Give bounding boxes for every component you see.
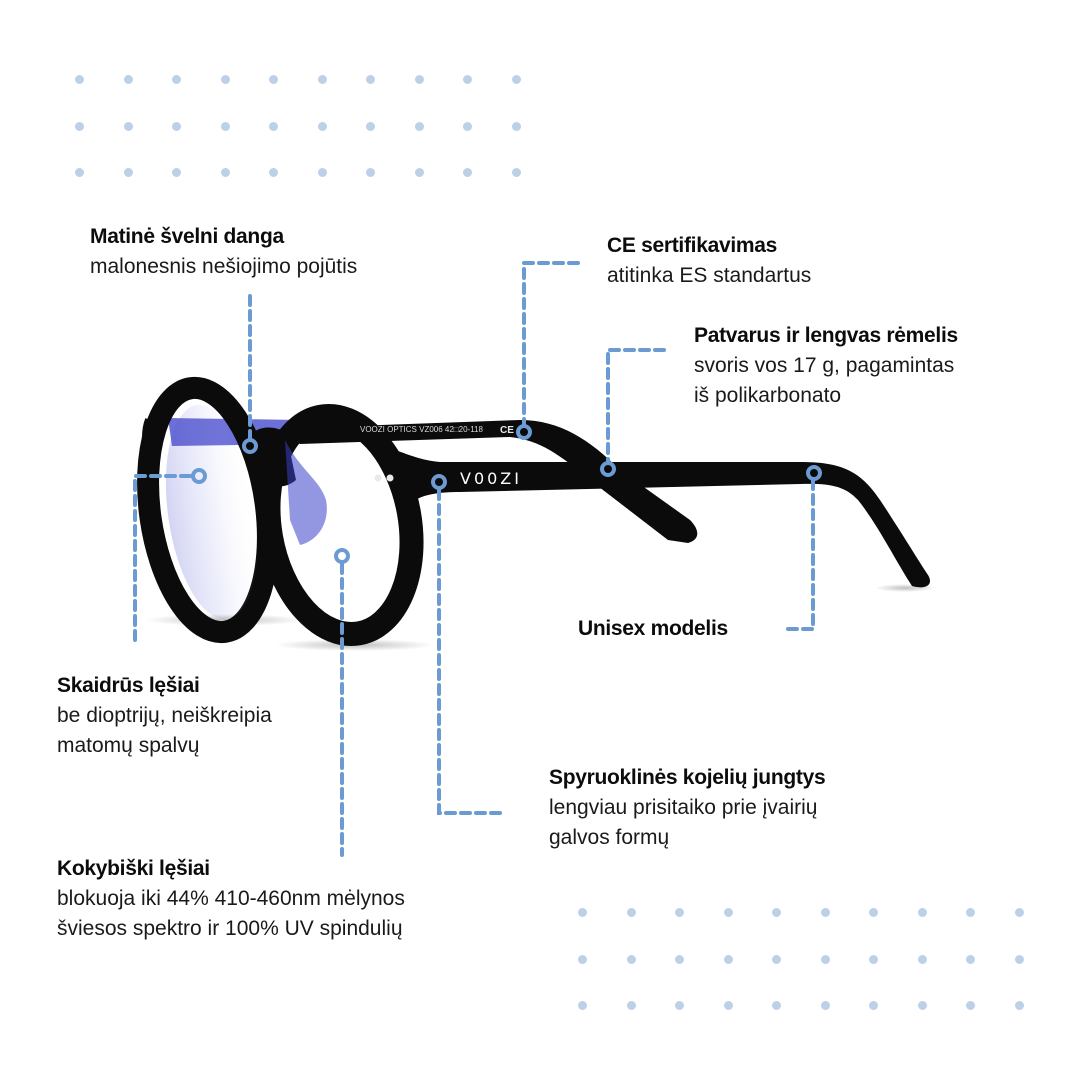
decor-dot xyxy=(675,908,684,917)
decor-dot xyxy=(820,1001,830,1010)
anchor-ce xyxy=(516,424,532,440)
decor-dot xyxy=(220,168,230,177)
callout-anchors xyxy=(191,424,822,564)
anchor-frame xyxy=(600,461,616,477)
anchor-clear-lenses xyxy=(191,468,207,484)
ce-mark: CE xyxy=(500,425,514,436)
decor-dot xyxy=(75,75,84,84)
temple-brand: V00ZI xyxy=(460,469,522,488)
decor-dot xyxy=(1014,954,1024,964)
decor-dot xyxy=(172,121,181,131)
decor-dot xyxy=(463,168,472,177)
callout-desc: malonesnis nešiojimo pojūtis xyxy=(90,255,358,278)
decor-dot xyxy=(366,168,375,177)
decor-dot xyxy=(869,954,878,964)
decor-dot xyxy=(463,75,472,84)
decor-dot xyxy=(626,954,636,964)
right-lens xyxy=(256,403,424,647)
decor-dot xyxy=(269,121,278,131)
callout-title: Skaidrūs lęšiai xyxy=(57,674,200,697)
decor-dot xyxy=(675,1001,684,1010)
decor-dot xyxy=(917,908,927,917)
callout-desc: atitinka ES standartus xyxy=(607,264,812,287)
decor-dot xyxy=(511,75,521,84)
decor-dot xyxy=(317,168,327,177)
decor-dot xyxy=(966,1001,975,1010)
decor-dot xyxy=(675,954,684,964)
callout-lines xyxy=(133,261,815,857)
anchor-quality-lenses xyxy=(334,548,350,564)
decor-dot xyxy=(723,954,733,964)
callout-title: Patvarus ir lengvas rėmelis xyxy=(694,324,958,347)
decor-dot xyxy=(772,954,781,964)
callout-title: Spyruoklinės kojelių jungtys xyxy=(549,766,826,789)
near-temple xyxy=(395,450,931,588)
decor-dot xyxy=(317,121,327,131)
callout-title: Kokybiški lęšiai xyxy=(57,857,210,880)
callout-ce-certification: CE sertifikavimas atitinka ES standartus xyxy=(607,231,811,291)
decor-dot xyxy=(772,908,781,917)
decor-dot xyxy=(172,75,181,84)
decor-dot xyxy=(414,121,424,131)
decor-dot xyxy=(366,75,375,84)
decor-dot xyxy=(1014,908,1024,917)
decor-dot xyxy=(220,121,230,131)
far-temple xyxy=(300,420,698,543)
callout-desc: be dioptrijų, neiškreipia matomų spalvų xyxy=(57,704,272,757)
callout-spring-hinges: Spyruoklinės kojelių jungtys lengviau pr… xyxy=(549,763,826,853)
callout-clear-lenses: Skaidrūs lęšiai be dioptrijų, neiškreipi… xyxy=(57,671,272,761)
decor-dot xyxy=(917,1001,927,1010)
callout-unisex: Unisex modelis xyxy=(578,614,728,644)
decor-dot xyxy=(723,1001,733,1010)
decor-dot xyxy=(123,168,133,177)
callout-title: CE sertifikavimas xyxy=(607,234,777,257)
callout-quality-lenses: Kokybiški lęšiai blokuoja iki 44% 410-46… xyxy=(57,854,405,944)
decor-dot xyxy=(511,121,521,131)
decor-dot xyxy=(820,908,830,917)
decor-dot xyxy=(869,1001,878,1010)
decor-dot xyxy=(123,121,133,131)
decor-dot xyxy=(463,121,472,131)
anchor-unisex xyxy=(806,465,822,481)
anchor-matte-coating xyxy=(242,438,258,454)
decor-dot xyxy=(75,121,84,131)
decor-dot xyxy=(414,75,424,84)
dot-pattern-top xyxy=(75,75,560,215)
decor-dot xyxy=(317,75,327,84)
callout-desc: lengviau prisitaiko prie įvairių galvos … xyxy=(549,796,818,849)
decor-dot xyxy=(772,1001,781,1010)
callout-desc: svoris vos 17 g, pagamintas iš polikarbo… xyxy=(694,354,955,407)
decor-dot xyxy=(869,908,878,917)
decor-dot xyxy=(578,908,587,917)
decor-dot xyxy=(366,121,375,131)
decor-dot xyxy=(966,954,975,964)
decor-dot xyxy=(75,168,84,177)
decor-dot xyxy=(578,954,587,964)
decor-dot xyxy=(269,75,278,84)
decor-dot xyxy=(220,75,230,84)
decor-dot xyxy=(123,75,133,84)
anchor-hinges xyxy=(431,474,447,490)
decor-dot xyxy=(269,168,278,177)
decor-dot xyxy=(1014,1001,1024,1010)
decor-dot xyxy=(626,908,636,917)
decor-dot xyxy=(172,168,181,177)
callout-title: Unisex modelis xyxy=(578,617,728,640)
callout-desc: blokuoja iki 44% 410-460nm mėlynos švies… xyxy=(57,887,405,940)
decor-dot xyxy=(917,954,927,964)
decor-dot xyxy=(626,1001,636,1010)
decor-dot xyxy=(820,954,830,964)
decor-dot xyxy=(511,168,521,177)
decor-dot xyxy=(966,908,975,917)
callout-matte-coating: Matinė švelni danga malonesnis nešiojimo… xyxy=(90,222,357,282)
decor-dot xyxy=(414,168,424,177)
callout-durable-frame: Patvarus ir lengvas rėmelis svoris vos 1… xyxy=(694,321,958,411)
decor-dot xyxy=(723,908,733,917)
dot-pattern-bottom xyxy=(578,908,1063,1048)
callout-title: Matinė švelni danga xyxy=(90,225,284,248)
decor-dot xyxy=(578,1001,587,1010)
temple-inner-print: VOOZI OPTICS VZ006 42□20-118 xyxy=(360,425,484,434)
